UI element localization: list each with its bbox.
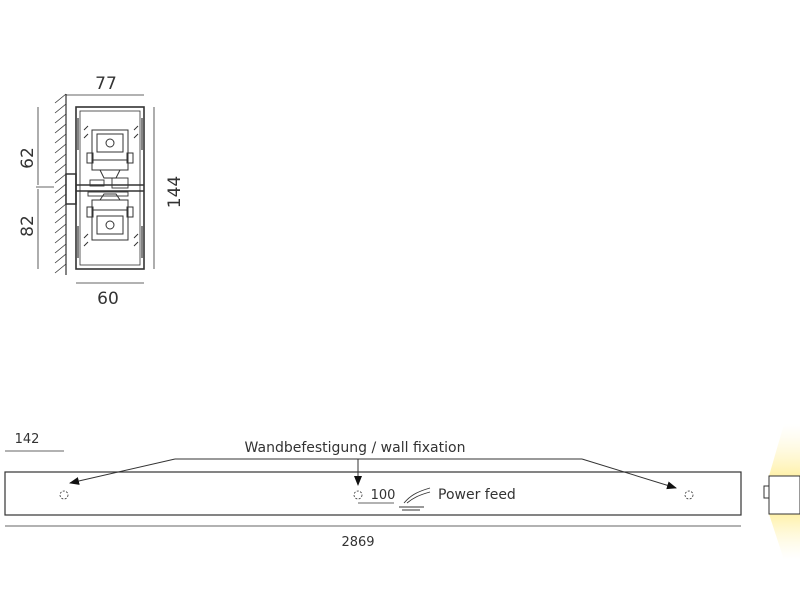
side-light-glow xyxy=(768,424,800,560)
dim-cable: 100 xyxy=(371,488,396,503)
wall-bracket xyxy=(65,173,77,205)
lower-led-module xyxy=(83,193,139,247)
fixation-point-center xyxy=(353,490,363,500)
dim-width-bottom: 60 xyxy=(97,289,119,309)
fixation-point-right xyxy=(684,490,694,500)
leader-right xyxy=(581,458,677,490)
wall-hatching xyxy=(54,93,67,274)
dim-offset: 142 xyxy=(15,432,40,447)
elevation-view xyxy=(4,450,770,527)
housing-inner xyxy=(79,110,141,266)
section-view xyxy=(36,93,155,284)
dim-height-upper: 62 xyxy=(18,147,38,169)
dim-height-total: 144 xyxy=(165,176,185,208)
leader-left xyxy=(69,458,176,485)
wall-fixation-label: Wandbefestigung / wall fixation xyxy=(245,440,466,456)
housing-slots xyxy=(77,118,143,258)
upper-led-module xyxy=(83,125,139,179)
dim-height-lower: 82 xyxy=(18,215,38,237)
cable-icon xyxy=(399,487,431,511)
dim-length: 2869 xyxy=(341,535,374,550)
driver-block xyxy=(87,177,129,197)
fixation-point-left xyxy=(59,490,69,500)
luminaire-body xyxy=(4,471,742,516)
power-feed-label: Power feed xyxy=(438,487,516,503)
housing-outline xyxy=(75,106,145,270)
dim-width-top: 77 xyxy=(95,74,117,94)
side-profile-bracket xyxy=(763,485,770,499)
